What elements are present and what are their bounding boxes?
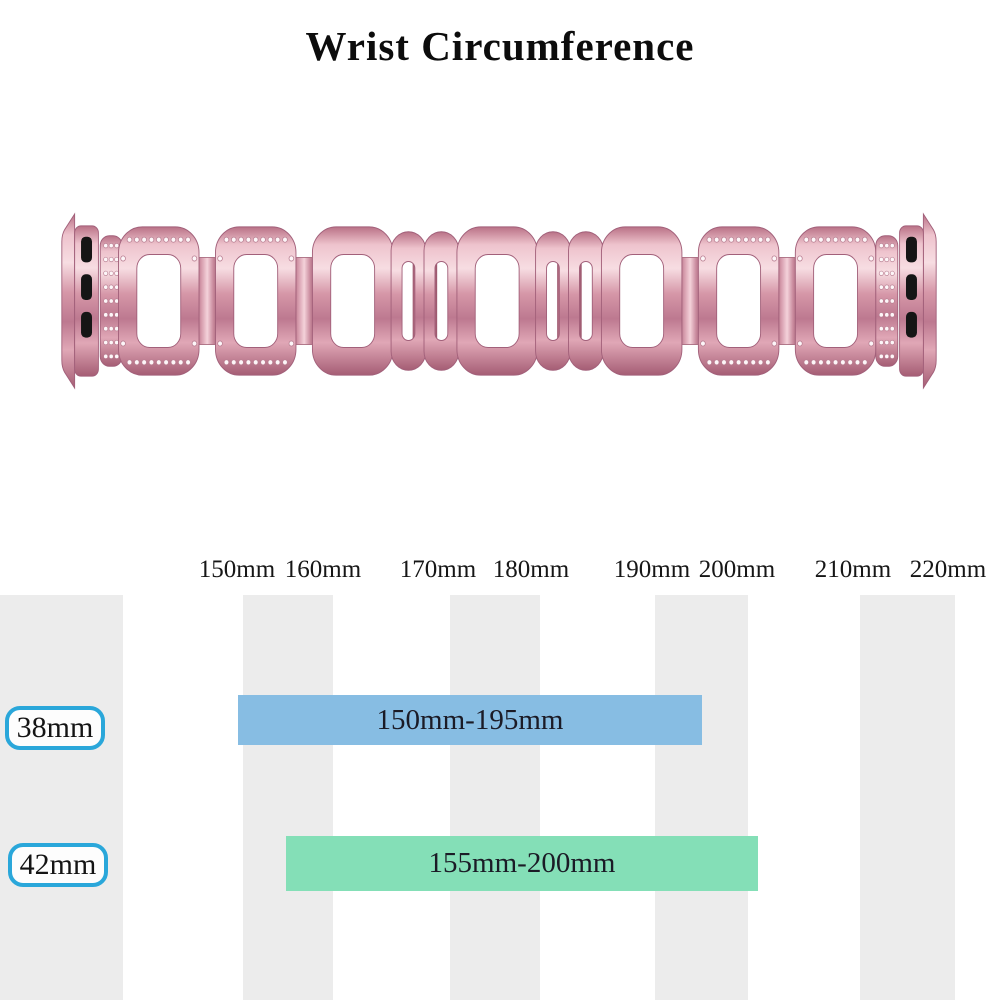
range-bar-38mm: 150mm-195mm (238, 695, 702, 745)
grid-stripe (655, 595, 748, 1000)
range-bar-42mm: 155mm-200mm (286, 836, 758, 891)
size-badge-42mm: 42mm (8, 843, 108, 887)
x-tick-170mm: 170mm (399, 556, 477, 583)
x-tick-180mm: 180mm (492, 556, 570, 583)
x-tick-220mm: 220mm (909, 556, 987, 583)
range-bar-42mm-label: 155mm-200mm (428, 847, 616, 879)
grid-stripe (243, 595, 333, 1000)
grid-stripe (0, 595, 123, 1000)
x-tick-190mm: 190mm (613, 556, 691, 583)
x-tick-160mm: 160mm (284, 556, 362, 583)
range-bar-38mm-label: 150mm-195mm (376, 703, 564, 736)
size-badge-38mm-label: 38mm (16, 711, 94, 744)
x-tick-150mm: 150mm (198, 556, 276, 583)
page-title: Wrist Circumference (305, 23, 695, 69)
grid-stripe (450, 595, 540, 1000)
size-badge-38mm: 38mm (5, 706, 105, 750)
x-tick-200mm: 200mm (698, 556, 776, 583)
x-tick-210mm: 210mm (814, 556, 892, 583)
size-badge-42mm-label: 42mm (19, 848, 97, 881)
watch-band-image (61, 213, 937, 389)
grid-stripe (860, 595, 955, 1000)
